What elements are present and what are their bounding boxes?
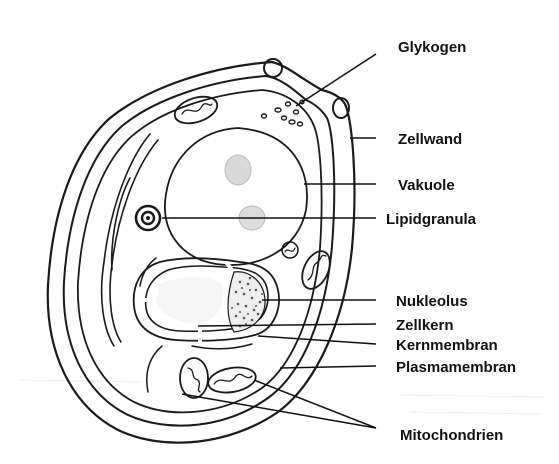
label-plasma-membrane: Plasmamembran — [396, 359, 516, 376]
label-nucleus: Zellkern — [396, 317, 454, 334]
label-cell-wall: Zellwand — [398, 131, 462, 148]
lipid-granule — [136, 206, 160, 230]
label-vacuole: Vakuole — [398, 177, 455, 194]
label-mitochondria: Mitochondrien — [400, 427, 503, 444]
label-nuclear-membrane: Kernmembran — [396, 337, 498, 354]
label-glycogen: Glykogen — [398, 39, 466, 56]
label-lipid-granule: Lipidgranula — [386, 211, 477, 228]
label-nucleolus: Nukleolus — [396, 293, 468, 310]
